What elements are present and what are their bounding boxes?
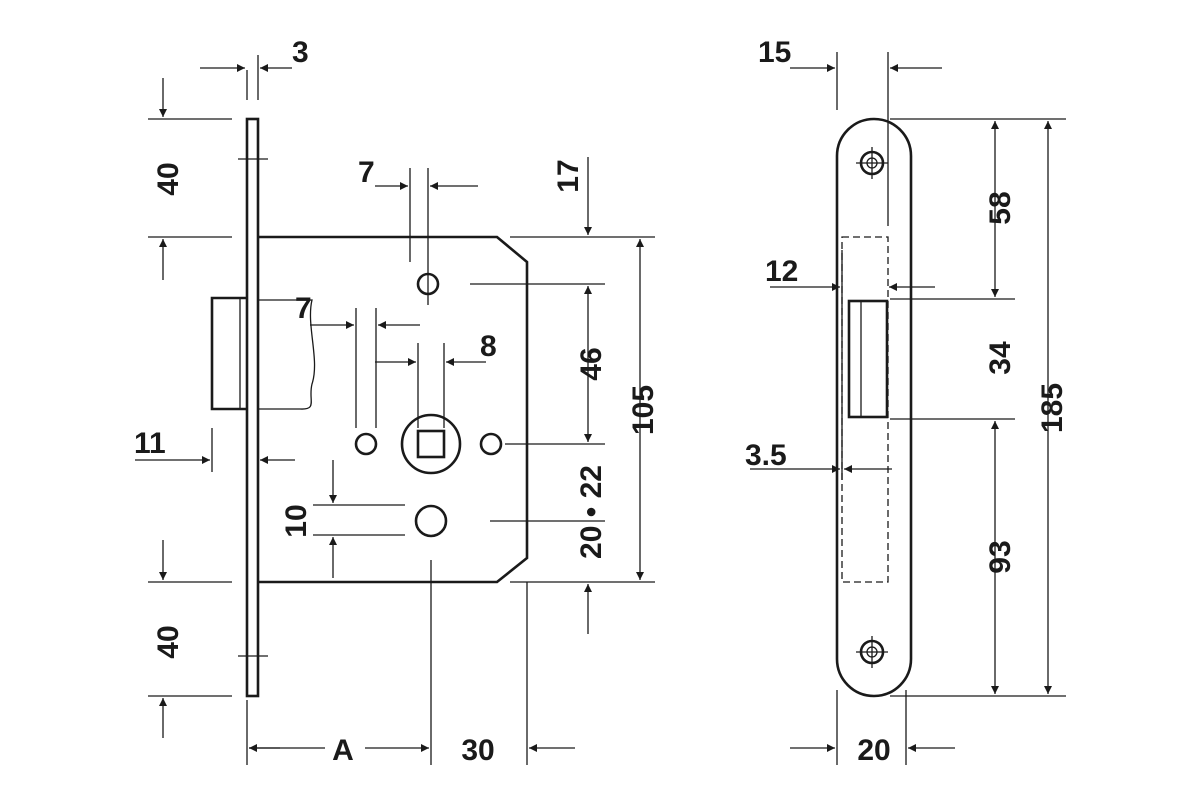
- dim-lower-spacing: 20 • 22: [575, 465, 608, 559]
- dim-case-depth: 30: [461, 734, 494, 767]
- dim-plate-offset: 3.5: [745, 439, 787, 472]
- dim-upper-spacing: 46: [575, 347, 608, 380]
- dim-backset-offset: 11: [134, 427, 166, 460]
- side-view: 15 12 58 34 185 3.5 93 20: [745, 36, 1069, 767]
- latch-break-line: [258, 299, 316, 410]
- screw-bottom-icon: [856, 636, 888, 668]
- dim-latch-height: 34: [984, 341, 1017, 375]
- fixing-hole-right: [479, 432, 503, 456]
- dim-plate-width: 20: [857, 734, 890, 767]
- dim-total-length: 185: [1036, 383, 1069, 433]
- front-view: 3 40 40 7 17 7 8 46 105 11 10 20 • 22 A …: [134, 36, 660, 767]
- dim-top-offset: 17: [552, 159, 585, 192]
- dim-upper-length: 58: [984, 191, 1017, 224]
- dim-latch-width: 12: [765, 255, 798, 288]
- screw-top-icon: [856, 147, 888, 179]
- dim-case-height: 105: [627, 385, 660, 435]
- fixing-hole-left: [354, 432, 378, 456]
- dim-faceplate-thickness: 3: [292, 36, 309, 69]
- dim-cylinder-hole: 10: [280, 504, 313, 537]
- side-latch-bolt: [847, 299, 889, 419]
- square-follower-hole: [416, 429, 446, 459]
- dim-top-width: 15: [758, 36, 791, 69]
- follower-hub: [400, 413, 462, 475]
- latch-bolt: [210, 296, 247, 411]
- lock-case: [258, 235, 529, 584]
- cylinder-hole: [414, 504, 448, 538]
- dim-keyhole-width: 7: [358, 156, 375, 189]
- faceplate: [245, 117, 260, 698]
- dim-lower-length: 93: [984, 540, 1017, 573]
- dim-latch-hole: 7: [295, 292, 312, 325]
- side-faceplate: [835, 117, 913, 698]
- dim-square-follower: 8: [480, 330, 497, 363]
- dim-top-strike: 40: [152, 162, 185, 195]
- dim-bottom-strike: 40: [152, 625, 185, 658]
- dim-backset: A: [332, 734, 354, 767]
